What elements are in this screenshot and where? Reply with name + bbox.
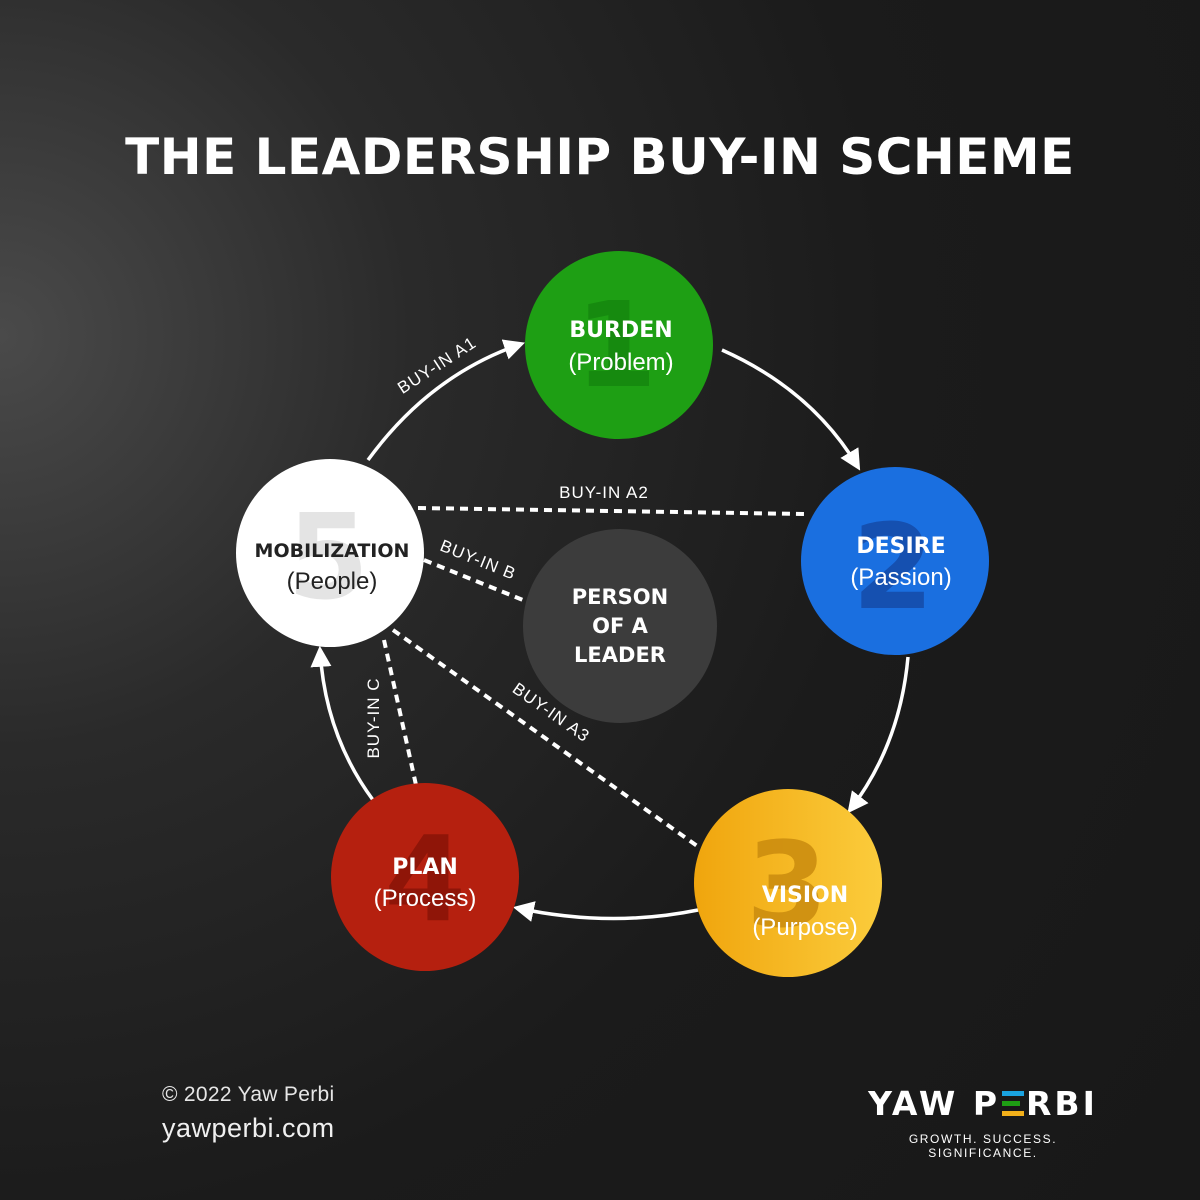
- page-title: THE LEADERSHIP BUY-IN SCHEME: [125, 128, 1075, 186]
- burden-number: 1: [575, 276, 657, 414]
- center-circle: [523, 529, 717, 723]
- brand-name-part1: YAW P: [868, 1084, 1001, 1123]
- line-buy-in-a2: [417, 506, 805, 516]
- line-buy-in-b: [423, 558, 524, 602]
- arrow-vision-to-plan: [512, 901, 699, 922]
- label-buy-in-c: BUY-IN C: [364, 677, 383, 758]
- mobilization-number: 5: [287, 488, 369, 626]
- node-vision: 3 VISION (Purpose): [694, 789, 882, 977]
- line-buy-in-c: [382, 639, 418, 786]
- node-burden: 1 BURDEN (Problem): [525, 251, 713, 439]
- vision-label: VISION: [762, 883, 848, 908]
- line-buy-in-a3: [391, 628, 702, 850]
- arrow-desire-to-vision: [847, 656, 910, 814]
- desire-circle: [801, 467, 989, 655]
- label-buy-in-a2: BUY-IN A2: [559, 483, 649, 502]
- website-text: yawperbi.com: [162, 1113, 335, 1143]
- arrow-burden-to-desire: [721, 348, 861, 471]
- vision-sublabel: (Purpose): [752, 914, 857, 941]
- plan-label: PLAN: [392, 855, 458, 880]
- plan-sublabel: (Process): [374, 885, 477, 912]
- center-line-3: LEADER: [574, 643, 666, 667]
- brand-e-logo: [1002, 1091, 1025, 1116]
- desire-label: DESIRE: [856, 534, 945, 559]
- copyright-text: © 2022 Yaw Perbi: [162, 1083, 335, 1106]
- arrow-mobilization-to-burden: [366, 339, 525, 462]
- burden-sublabel: (Problem): [568, 349, 673, 376]
- mobilization-sublabel: (People): [287, 568, 378, 595]
- node-desire: 2 DESIRE (Passion): [801, 467, 989, 655]
- node-mobilization: 5 MOBILIZATION (People): [236, 459, 424, 647]
- brand-name-part2: RBI: [1026, 1084, 1098, 1123]
- burden-circle: [525, 251, 713, 439]
- desire-number: 2: [852, 498, 934, 636]
- plan-circle: [331, 783, 519, 971]
- mobilization-label: MOBILIZATION: [255, 540, 410, 562]
- brand-logo: YAW P RBI: [852, 1084, 1114, 1123]
- center-line-1: PERSON: [572, 585, 668, 609]
- mobilization-circle: [236, 459, 424, 647]
- node-plan: 4 PLAN (Process): [331, 783, 519, 971]
- vision-number: 3: [746, 816, 828, 954]
- plan-number: 4: [384, 810, 466, 948]
- label-buy-in-b: BUY-IN B: [437, 536, 518, 584]
- brand-tagline: GROWTH. SUCCESS. SIGNIFICANCE.: [908, 1132, 1058, 1160]
- node-person-of-a-leader: PERSON OF A LEADER: [523, 529, 717, 723]
- vision-circle: [694, 789, 882, 977]
- arrow-plan-to-mobilization: [310, 645, 375, 802]
- burden-label: BURDEN: [569, 318, 672, 343]
- center-line-2: OF A: [592, 614, 649, 638]
- desire-sublabel: (Passion): [850, 564, 951, 591]
